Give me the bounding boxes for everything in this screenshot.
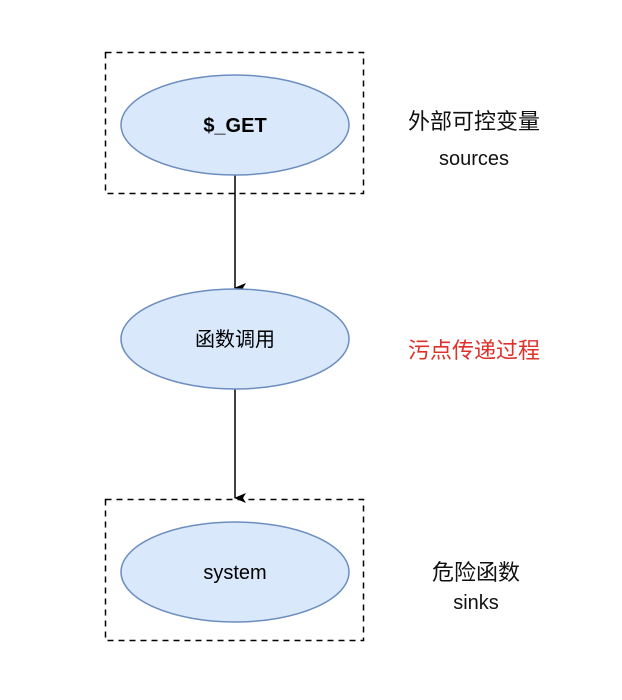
node-get-shape <box>120 74 350 176</box>
sinks-group-box <box>104 498 365 642</box>
sinks-annotation-subtitle: sinks <box>453 592 499 614</box>
node-get-label: $_GET <box>203 115 266 137</box>
sinks-annotation-title: 危险函数 <box>432 561 520 586</box>
propagation-annotation: 污点传递过程 <box>408 339 540 364</box>
node-call-shape <box>120 288 350 390</box>
node-get[interactable]: $_GET <box>120 74 350 176</box>
node-call[interactable]: 函数调用 <box>120 288 350 390</box>
node-call-label: 函数调用 <box>195 328 275 351</box>
node-system-shape <box>120 521 350 623</box>
node-system[interactable]: system <box>120 521 350 623</box>
sources-annotation-subtitle: sources <box>439 148 509 170</box>
sources-annotation-title: 外部可控变量 <box>408 110 540 135</box>
node-system-label: system <box>203 562 266 584</box>
